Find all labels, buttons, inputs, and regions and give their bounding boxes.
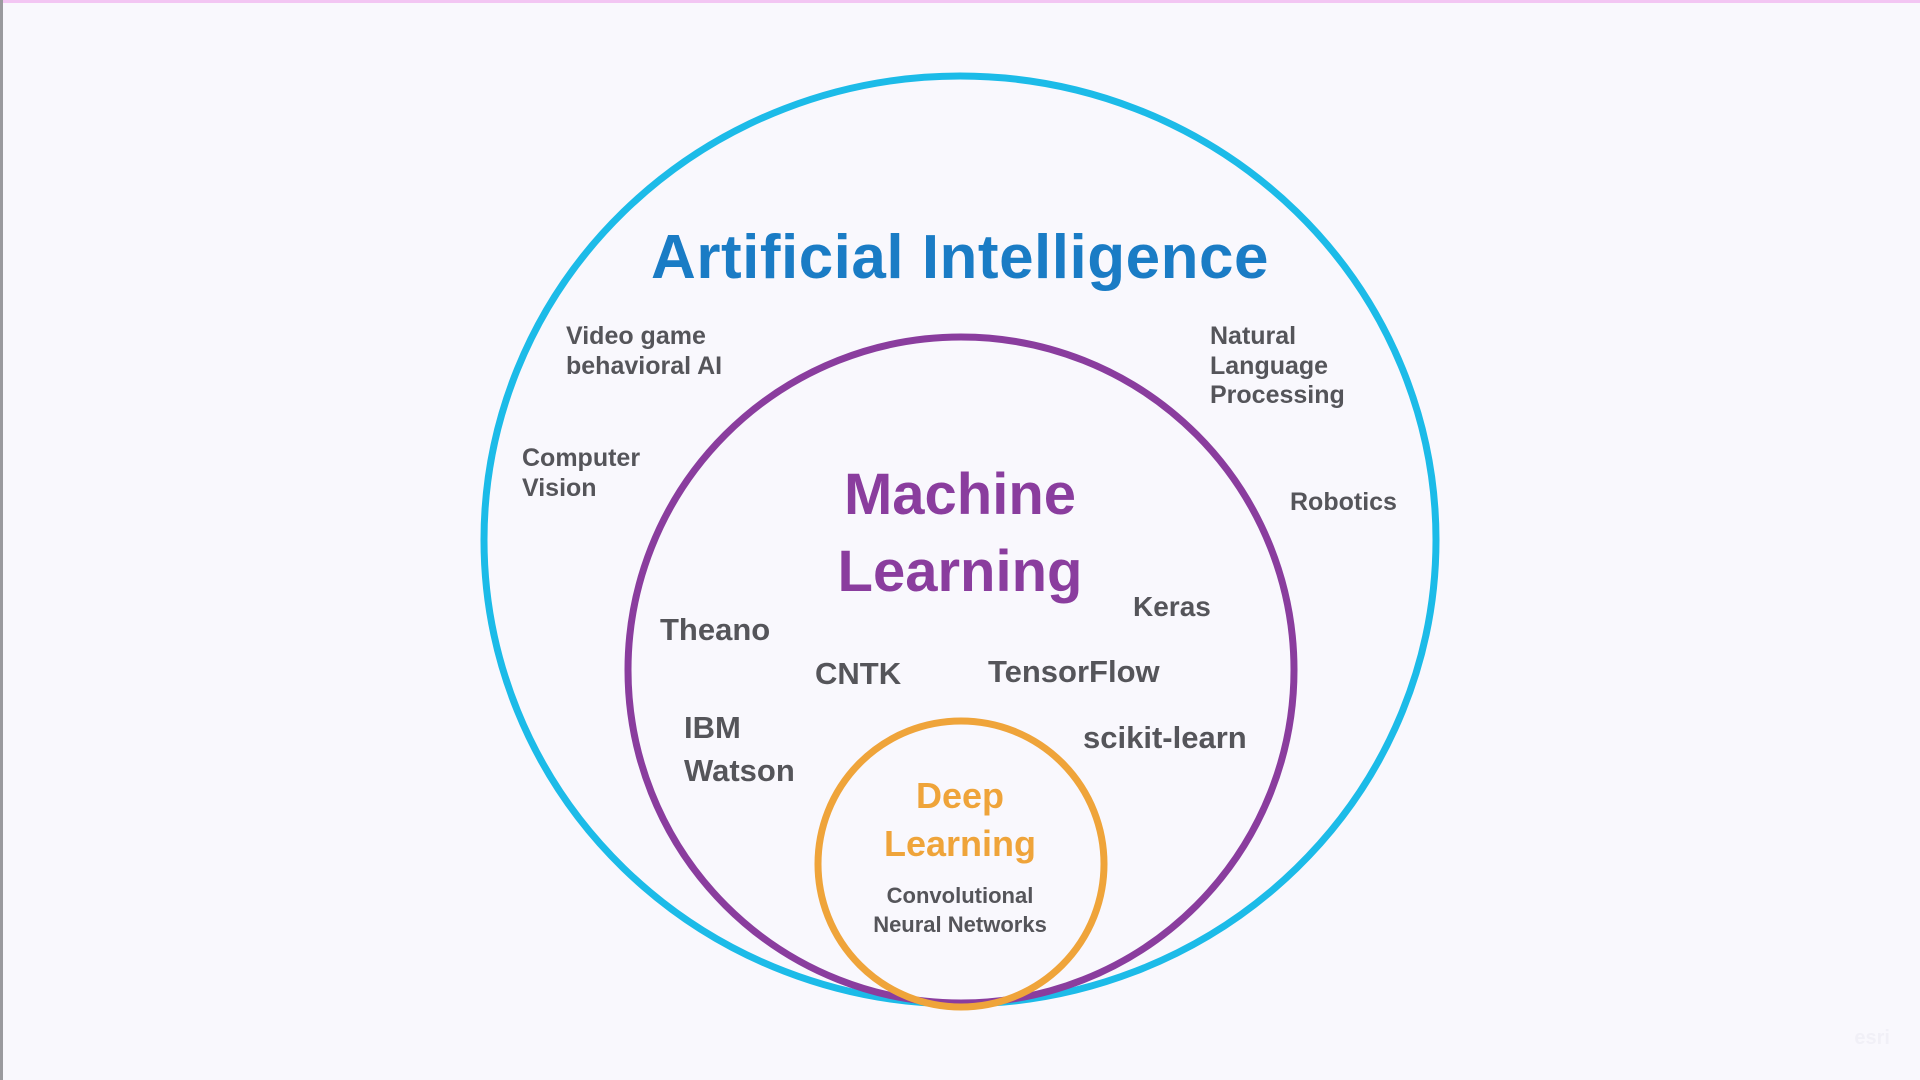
dl-circle [814,717,1108,1011]
ai-item-computer-vision: Computer Vision [522,444,640,503]
ml-circle [624,333,1298,1007]
ml-title-line: Learning [837,539,1083,605]
ml-title: Machine Learning [760,456,1160,610]
ml-item-cntk: CNTK [815,656,902,691]
label-line: Convolutional [886,883,1034,908]
ml-item-theano: Theano [660,612,771,647]
ai-item-nlp: Natural Language Processing [1210,322,1345,411]
label-line: Computer [522,444,641,472]
dl-item-cnn: Convolutional Neural Networks [840,882,1080,939]
label-line: Natural [1210,322,1297,350]
label-line: Language [1210,351,1329,380]
ai-item-video-game: Video game behavioral AI [566,322,722,381]
esri-watermark: esri [1854,1027,1890,1049]
label-line: Video game [566,322,706,350]
ml-item-tensorflow: TensorFlow [988,654,1160,689]
ml-item-scikit-learn: scikit-learn [1083,720,1247,755]
label-line: IBM [684,710,741,745]
ai-title: Artificial Intelligence [651,223,1269,292]
top-border [0,0,1920,3]
label-line: Neural Networks [873,911,1047,937]
label-line: behavioral AI [566,351,723,380]
dl-title-line: Deep [915,775,1005,816]
ml-item-ibm-watson: IBM Watson [684,706,795,793]
ml-title-line: Machine [843,462,1077,527]
label-line: Watson [684,753,795,789]
dl-title: Deep Learning [860,772,1060,867]
dl-title-line: Learning [883,822,1036,864]
label-line: Vision [522,473,597,502]
label-line: Processing [1210,381,1345,409]
ml-item-keras: Keras [1133,591,1211,622]
left-border [0,0,3,1080]
ai-item-robotics: Robotics [1290,488,1397,516]
